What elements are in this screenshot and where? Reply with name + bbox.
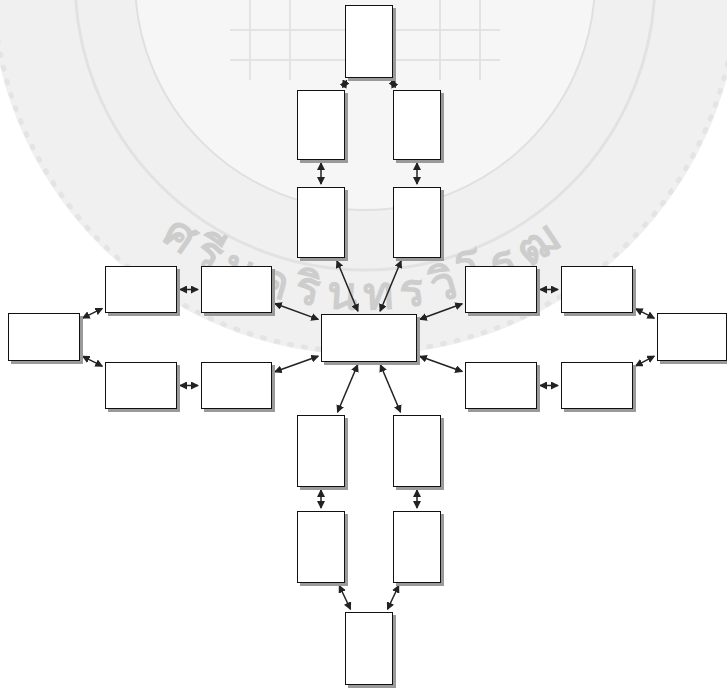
double-arrow [275, 304, 318, 320]
process-box [297, 511, 345, 583]
double-arrow [338, 365, 358, 412]
process-box [201, 362, 272, 409]
process-box [297, 415, 345, 487]
double-arrow [275, 356, 318, 372]
double-arrow [636, 309, 655, 318]
process-box [393, 187, 441, 258]
double-arrow [380, 261, 401, 311]
process-box [561, 266, 633, 313]
double-arrow [392, 81, 396, 88]
double-arrow [416, 490, 418, 508]
double-arrow [540, 289, 558, 291]
double-arrow [83, 356, 103, 366]
process-box [297, 90, 345, 160]
seal-inner [135, 0, 595, 210]
double-arrow [636, 356, 655, 366]
seal-ground [0, 0, 727, 355]
seal-dots [0, 0, 727, 352]
process-box [321, 314, 417, 362]
process-box [297, 187, 345, 258]
double-arrow [337, 261, 358, 311]
process-box [105, 362, 177, 409]
process-box [345, 612, 393, 685]
double-arrow [540, 385, 558, 387]
process-box [8, 313, 80, 361]
process-box [561, 362, 633, 409]
double-arrow [83, 308, 103, 318]
process-box [465, 266, 537, 313]
process-box [105, 266, 177, 313]
watermark-text: ศรีนครินทรวิโรฒ [154, 204, 576, 321]
double-arrow [416, 163, 418, 184]
double-arrow [339, 586, 350, 610]
process-box [465, 362, 537, 409]
double-arrow [420, 356, 462, 371]
double-arrow [180, 385, 198, 387]
double-arrow [180, 289, 198, 291]
watermark-text: ศรีนครินทรวิโรฒ [154, 204, 576, 321]
seal-ring [75, 0, 655, 270]
seal-grid [230, 0, 500, 80]
double-arrow [343, 81, 347, 88]
double-arrow [320, 490, 322, 508]
double-arrow [420, 304, 462, 320]
process-box [393, 415, 441, 487]
process-box [657, 313, 727, 361]
process-box [393, 90, 441, 160]
double-arrow [320, 163, 322, 184]
process-box [345, 5, 393, 78]
process-box [201, 266, 272, 313]
double-arrow [380, 365, 400, 412]
process-box [393, 511, 441, 583]
double-arrow [388, 586, 399, 610]
